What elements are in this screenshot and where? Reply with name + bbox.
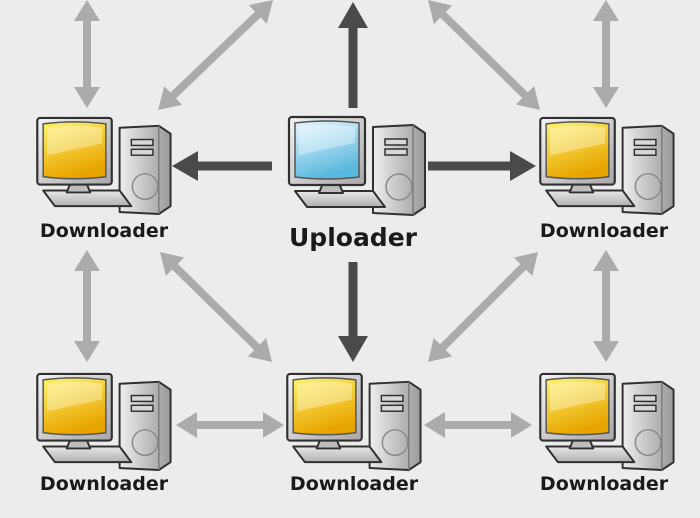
downloader-bottom-left-computer-icon bbox=[36, 372, 172, 471]
downloader-bottom-middle-label: Downloader bbox=[290, 473, 419, 495]
connection-downloader-bottom-middle-to-downloader-bottom-right bbox=[424, 412, 532, 438]
connection-downloader-top-left-to-downloader-bottom-middle bbox=[160, 252, 272, 362]
downloader-bottom-right-computer-icon bbox=[539, 372, 675, 471]
downloader-bottom-left-label: Downloader bbox=[40, 473, 169, 495]
connection-uploader-to-downloader-top-left bbox=[172, 151, 272, 181]
downloader-bottom-right-label: Downloader bbox=[540, 473, 669, 495]
connection-downloader-top-right-offscreen-top bbox=[593, 0, 619, 108]
downloader-bottom-middle-node: Downloader bbox=[286, 372, 422, 495]
connection-arrows bbox=[74, 0, 619, 438]
connection-downloader-top-left-offscreen-top bbox=[74, 0, 100, 108]
connection-uploader-to-downloader-bottom-middle bbox=[338, 262, 368, 362]
connection-downloader-bottom-left-to-downloader-bottom-middle bbox=[176, 412, 284, 438]
downloader-bottom-right-node: Downloader bbox=[539, 372, 675, 495]
downloader-top-right-node: Downloader bbox=[539, 116, 675, 242]
uploader-node: Uploader bbox=[287, 115, 426, 252]
connection-downloader-top-right-offscreen-top-left bbox=[428, 0, 540, 110]
uploader-computer-icon bbox=[287, 115, 426, 216]
downloader-bottom-left-node: Downloader bbox=[36, 372, 172, 495]
connection-downloader-top-left-offscreen-top-right bbox=[158, 0, 273, 110]
connection-uploader-to-offscreen-top bbox=[338, 2, 368, 108]
network-nodes: Uploader Downloader Downloader Downloade… bbox=[36, 115, 675, 495]
downloader-top-left-node: Downloader bbox=[36, 116, 172, 242]
downloader-bottom-middle-computer-icon bbox=[286, 372, 422, 471]
connection-downloader-top-left-to-downloader-bottom-left bbox=[74, 250, 100, 362]
downloader-top-left-label: Downloader bbox=[40, 220, 169, 242]
connection-downloader-top-right-to-downloader-bottom-middle bbox=[428, 252, 538, 362]
downloader-top-left-computer-icon bbox=[36, 116, 172, 215]
connection-uploader-to-downloader-top-right bbox=[428, 151, 536, 181]
connection-downloader-top-right-to-downloader-bottom-right bbox=[593, 250, 619, 362]
downloader-top-right-label: Downloader bbox=[540, 220, 669, 242]
downloader-top-right-computer-icon bbox=[539, 116, 675, 215]
uploader-label: Uploader bbox=[289, 223, 418, 252]
